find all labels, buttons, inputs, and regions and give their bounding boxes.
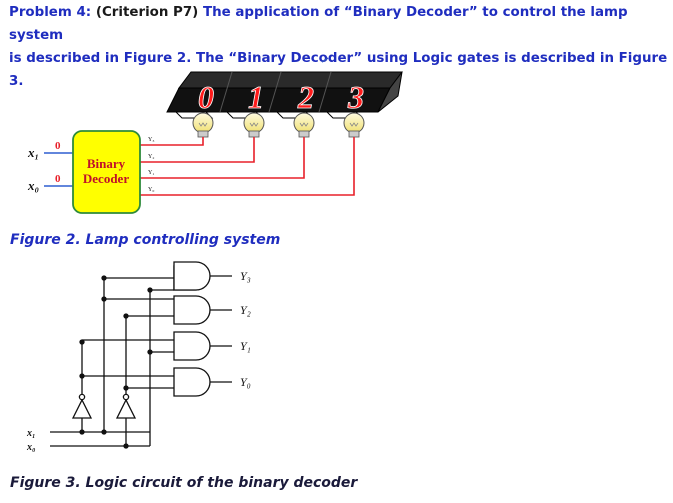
decoder-label-line2: Decoder <box>83 171 129 186</box>
problem-criterion: (Criterion P7) <box>95 5 199 20</box>
fig3-output-y0: Y₀ <box>240 375 251 389</box>
fig3-output-y3: Y₃ <box>240 269 251 283</box>
digit-3: 3 <box>347 79 364 115</box>
output-label-y1: Y₁ <box>148 170 154 176</box>
inverter-x0 <box>115 393 137 419</box>
figure2-caption: Figure 2. Lamp controlling system <box>10 232 281 248</box>
output-wires <box>140 137 355 196</box>
fig3-input-x0: x₀ <box>26 442 36 453</box>
binary-decoder-box <box>72 130 141 214</box>
input-wires <box>44 152 74 187</box>
and-gate-y2 <box>173 295 211 325</box>
fig3-input-x1: x₁ <box>26 428 36 439</box>
digit-0: 0 <box>198 79 214 115</box>
inverter-x1 <box>71 393 93 419</box>
figure2-lamp-system: 0 1 2 3 <box>27 57 403 214</box>
lamp-bulbs <box>174 111 365 138</box>
decoder-label-line1: Binary <box>87 156 126 171</box>
bulb-icon <box>325 111 365 138</box>
bulb-icon <box>174 111 214 138</box>
output-label-y0: Y₀ <box>148 187 154 193</box>
input-label-x0: x₀ <box>27 178 39 193</box>
seven-segment-display: 0 1 2 3 <box>166 57 403 115</box>
and-gate-y0 <box>173 367 211 397</box>
input-value-x1: 0 <box>55 140 61 152</box>
input-label-x1: x₁ <box>27 145 39 160</box>
figure3-labels: Y₃ Y₂ Y₁ Y₀ x₁ x₀ <box>26 269 251 453</box>
digit-2: 2 <box>297 79 314 115</box>
problem-number: Problem 4: <box>9 5 92 20</box>
digit-1: 1 <box>248 79 264 115</box>
figure3-caption: Figure 3. Logic circuit of the binary de… <box>10 475 358 491</box>
and-gate-y1 <box>173 331 211 361</box>
fig3-output-y2: Y₂ <box>240 303 251 317</box>
problem-statement: Problem 4: (Criterion P7) The applicatio… <box>9 1 669 93</box>
bulb-icon <box>225 111 265 138</box>
output-label-y3: Y₃ <box>148 137 154 143</box>
fig3-output-y1: Y₁ <box>240 339 251 353</box>
problem-text-line1: The application of “Binary Decoder” to c… <box>9 5 628 43</box>
figure3-logic-circuit <box>50 261 232 449</box>
bulb-icon <box>275 111 315 138</box>
output-label-y2: Y₂ <box>148 154 154 160</box>
input-value-x0: 0 <box>55 173 61 185</box>
problem-text-line2: is described in Figure 2. The “Binary De… <box>9 51 668 89</box>
